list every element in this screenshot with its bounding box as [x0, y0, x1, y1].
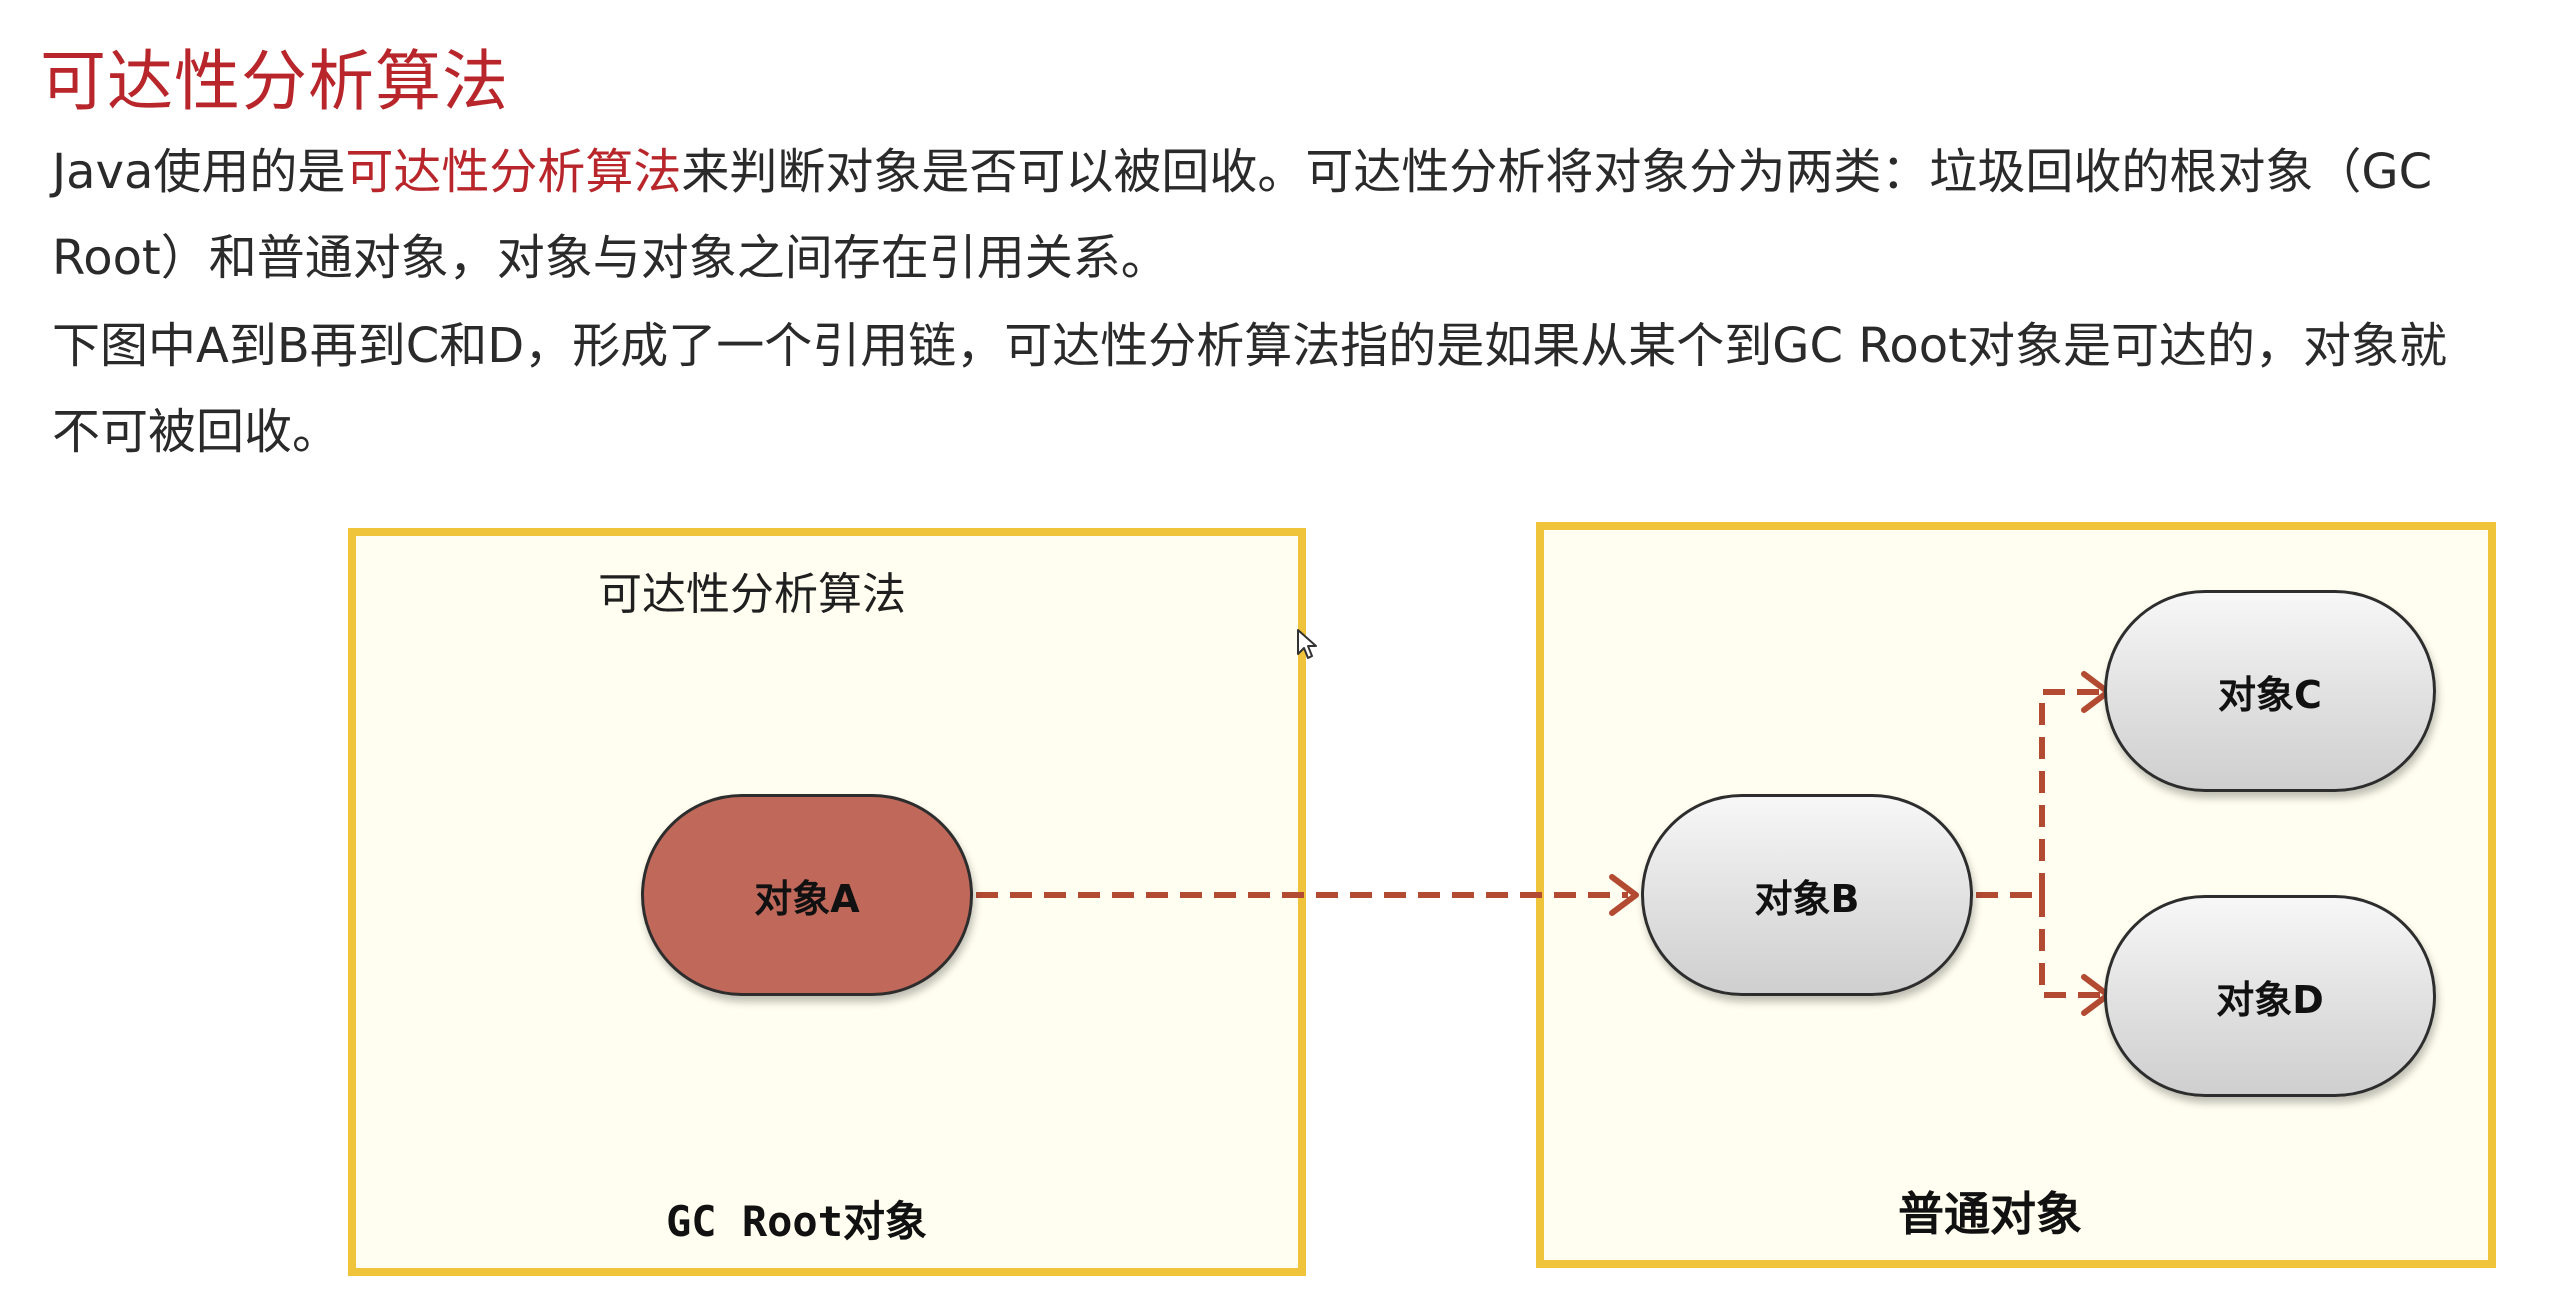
page-title: 可达性分析算法	[40, 43, 509, 120]
paragraph-2-line-2: 不可被回收。	[52, 404, 341, 460]
gc-root-panel-caption: GC Root对象	[666, 1197, 928, 1246]
node-object-a: 对象A	[641, 794, 973, 996]
node-object-b-label: 对象B	[1754, 876, 1860, 921]
normal-objects-panel-caption: 普通对象	[1898, 1187, 2082, 1241]
gc-root-panel-label: 可达性分析算法	[598, 569, 906, 620]
node-object-b: 对象B	[1641, 794, 1973, 996]
node-object-d: 对象D	[2104, 895, 2436, 1097]
gc-root-panel	[348, 528, 1306, 1276]
paragraph-1-line-2: Root）和普通对象，对象与对象之间存在引用关系。	[52, 230, 1169, 286]
paragraph-1-line-1: Java使用的是可达性分析算法来判断对象是否可以被回收。可达性分析将对象分为两类…	[52, 144, 2432, 202]
paragraph-1-text-b: 来判断对象是否可以被回收。可达性分析将对象分为两类：垃圾回收的根对象（GC	[681, 144, 2433, 200]
node-object-d-label: 对象D	[2216, 977, 2324, 1022]
node-object-c: 对象C	[2104, 590, 2436, 792]
paragraph-1-text-a: Java使用的是	[52, 144, 346, 200]
arrow-junction-to-c	[2039, 689, 2100, 895]
paragraph-1-highlight: 可达性分析算法	[345, 144, 682, 200]
node-object-c-label: 对象C	[2218, 672, 2322, 717]
arrow-junction-to-d	[2039, 895, 2100, 998]
paragraph-2-line-1: 下图中A到B再到C和D，形成了一个引用链，可达性分析算法指的是如果从某个到GC …	[52, 318, 2447, 374]
arrowhead-b	[1609, 874, 1639, 916]
mouse-cursor-icon	[1297, 629, 1317, 659]
node-object-a-label: 对象A	[754, 876, 860, 921]
